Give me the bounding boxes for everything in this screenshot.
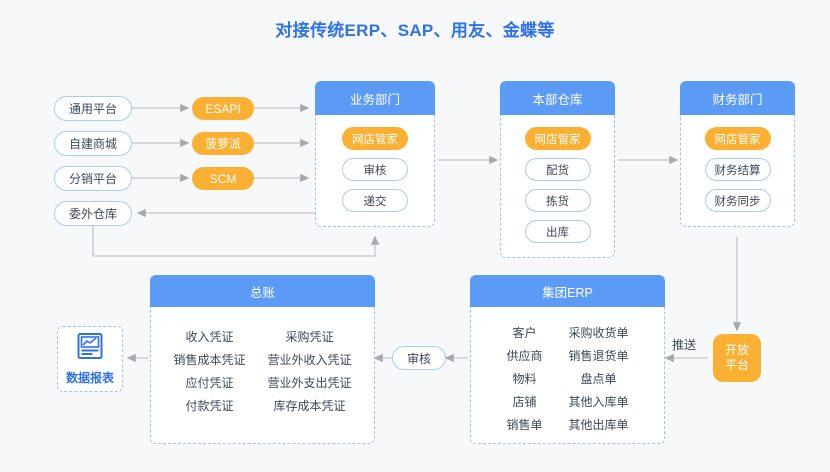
ledger-item: 采购凭证 [285, 330, 334, 344]
audit-label: 审核 [406, 351, 431, 366]
chip-audit[interactable]: 审核 [342, 158, 408, 181]
ledger-item: 营业外支出凭证 [267, 376, 352, 390]
source-label: 自建商城 [68, 137, 117, 151]
chip-outbound[interactable]: 出库 [524, 220, 591, 243]
department-title: 本部仓库 [500, 81, 615, 115]
ledger-item: 收入凭证 [185, 330, 234, 344]
erp-item: 盘点单 [580, 372, 617, 386]
panel-title: 总账 [150, 275, 375, 307]
department-body: 网店管家 配货 拣货 出库 [500, 115, 615, 258]
source-label: 分销平台 [68, 172, 117, 186]
ledger-item: 营业外收入凭证 [267, 353, 352, 367]
open-platform-node[interactable]: 开放 平台 [713, 334, 761, 382]
push-label: 推送 [672, 338, 697, 352]
chip-wangdian-guanjia[interactable]: 网店管家 [704, 127, 771, 150]
chart-report-icon [76, 332, 104, 365]
source-node-general-platform[interactable]: 通用平台 [54, 96, 132, 121]
middleware-label: ESAPI [205, 101, 241, 116]
middleware-label: 菠萝派 [204, 137, 241, 151]
source-node-distribution-platform[interactable]: 分销平台 [54, 166, 132, 191]
ledger-item: 付款凭证 [185, 399, 234, 413]
page-title: 对接传统ERP、SAP、用友、金蝶等 [275, 21, 555, 40]
department-title: 业务部门 [315, 81, 435, 115]
erp-item: 其他出库单 [568, 418, 629, 432]
erp-item: 销售单 [506, 418, 543, 432]
ledger-item: 销售成本凭证 [173, 353, 246, 367]
erp-item: 采购收货单 [568, 326, 629, 340]
audit-gate-node[interactable]: 审核 [392, 346, 446, 370]
chip-allocate[interactable]: 配货 [524, 158, 591, 181]
department-panel-finance: 财务部门 网店管家 财务结算 财务同步 [680, 81, 795, 227]
chip-financial-sync[interactable]: 财务同步 [704, 189, 771, 212]
department-body: 网店管家 财务结算 财务同步 [680, 115, 795, 227]
chip-submit[interactable]: 递交 [342, 189, 408, 212]
source-node-self-built-mall[interactable]: 自建商城 [54, 131, 132, 156]
panel-group-erp: 集团ERP 客户 供应商 物料 店铺 销售单 采购收货单 销售退货单 盘点单 其… [470, 275, 665, 444]
panel-body: 客户 供应商 物料 店铺 销售单 采购收货单 销售退货单 盘点单 其他入库单 其… [470, 307, 665, 444]
erp-item: 其他入库单 [568, 395, 629, 409]
department-body: 网店管家 审核 递交 [315, 115, 435, 227]
source-node-outsourced-warehouse[interactable]: 委外仓库 [54, 201, 132, 226]
panel-body: 收入凭证 销售成本凭证 应付凭证 付款凭证 采购凭证 营业外收入凭证 营业外支出… [150, 307, 375, 444]
middleware-node-esapi[interactable]: ESAPI [192, 97, 254, 120]
erp-item: 客户 [512, 326, 537, 340]
chip-wangdian-guanjia[interactable]: 网店管家 [524, 127, 591, 150]
ledger-column-right: 采购凭证 营业外收入凭证 营业外支出凭证 库存成本凭证 [268, 329, 352, 443]
department-panel-headquarters-warehouse: 本部仓库 网店管家 配货 拣货 出库 [500, 81, 615, 258]
department-title: 财务部门 [680, 81, 795, 115]
department-panel-business: 业务部门 网店管家 审核 递交 [315, 81, 435, 227]
erp-column-right: 采购收货单 销售退货单 盘点单 其他入库单 其他出库单 [569, 325, 629, 443]
erp-item: 供应商 [506, 349, 543, 363]
erp-item: 销售退货单 [568, 349, 629, 363]
ledger-column-left: 收入凭证 销售成本凭证 应付凭证 付款凭证 [173, 329, 245, 443]
panel-title: 集团ERP [470, 275, 665, 307]
ledger-item: 应付凭证 [185, 376, 234, 390]
erp-column-left: 客户 供应商 物料 店铺 销售单 [506, 325, 542, 443]
erp-item: 物料 [512, 372, 537, 386]
source-label: 委外仓库 [68, 207, 117, 221]
middleware-label: SCM [209, 171, 237, 186]
erp-item: 店铺 [512, 395, 537, 409]
panel-general-ledger: 总账 收入凭证 销售成本凭证 应付凭证 付款凭证 采购凭证 营业外收入凭证 营业… [150, 275, 375, 444]
chip-wangdian-guanjia[interactable]: 网店管家 [342, 127, 408, 150]
data-report-node[interactable]: 数据报表 [57, 326, 123, 392]
ledger-item: 库存成本凭证 [273, 399, 346, 413]
open-platform-line2: 平台 [724, 358, 749, 372]
middleware-node-boluopai[interactable]: 菠萝派 [192, 132, 254, 155]
source-label: 通用平台 [68, 102, 117, 116]
chip-financial-settlement[interactable]: 财务结算 [704, 158, 771, 181]
open-platform-line1: 开放 [724, 343, 749, 357]
chip-pick[interactable]: 拣货 [524, 189, 591, 212]
data-report-label: 数据报表 [65, 371, 114, 385]
middleware-node-scm[interactable]: SCM [192, 167, 254, 190]
